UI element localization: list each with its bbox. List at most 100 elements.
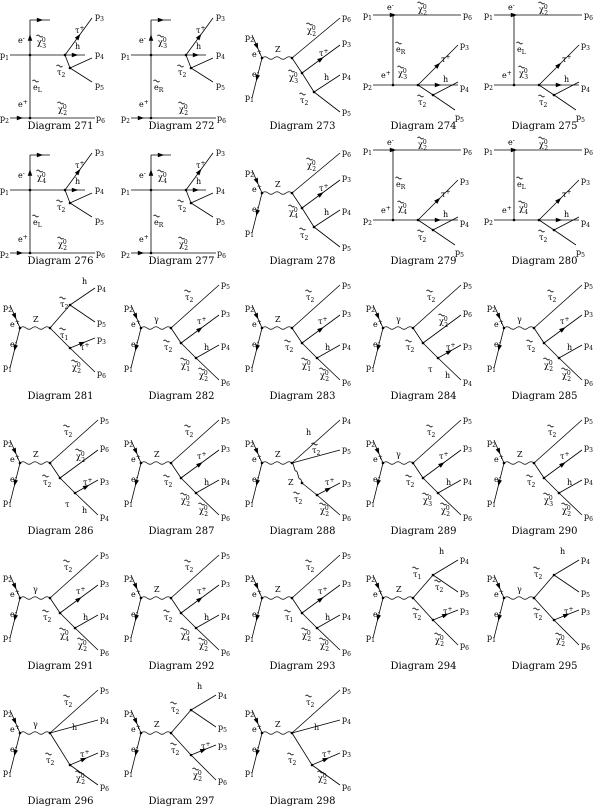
particle-label-topp: p5 bbox=[100, 415, 109, 426]
particle-label-eBot: e- bbox=[10, 744, 17, 754]
particle-label-pB: p2 bbox=[0, 249, 9, 260]
particle-label-hp: p4 bbox=[342, 206, 351, 217]
fermion-arrow-icon bbox=[11, 582, 17, 590]
particle-label-pA: p2 bbox=[3, 438, 12, 449]
particle-label-stau: τ2 bbox=[57, 68, 65, 79]
particle-label-eTop: e+ bbox=[131, 724, 141, 734]
propagator-line bbox=[553, 559, 580, 576]
boson-wavy-line bbox=[261, 731, 293, 735]
particle-label-boson: Z bbox=[275, 315, 281, 324]
particle-label-pA: p2 bbox=[366, 573, 375, 584]
particle-label-taup: p3 bbox=[342, 308, 351, 319]
particle-label-boson2: Z bbox=[288, 478, 294, 487]
vertex-dot bbox=[436, 356, 440, 360]
propagator-line bbox=[553, 94, 577, 111]
propagator-line bbox=[412, 327, 424, 344]
tilde-mark bbox=[516, 176, 523, 180]
fermion-arrow-icon bbox=[195, 33, 202, 41]
propagator-line bbox=[432, 619, 459, 646]
boson-wavy-line bbox=[261, 326, 293, 330]
propagator-line bbox=[170, 597, 182, 614]
particle-label-upA: h bbox=[82, 277, 87, 286]
propagator-line bbox=[195, 627, 220, 651]
particle-label-eTop: e- bbox=[508, 2, 515, 12]
propagator-line bbox=[412, 597, 434, 621]
vertex-dot bbox=[139, 731, 143, 735]
particle-label-top: τ2 bbox=[64, 563, 72, 574]
tilde-mark bbox=[426, 424, 433, 428]
fermion-arrow-icon bbox=[157, 152, 165, 158]
propagator-line bbox=[291, 689, 341, 734]
particle-label-pOut2: p4 bbox=[95, 50, 104, 61]
tilde-mark bbox=[434, 632, 441, 636]
vertex-dot bbox=[149, 188, 153, 192]
propagator-line bbox=[291, 284, 341, 329]
particle-label-eTop: e- bbox=[387, 2, 394, 12]
particle-label-eBot: e+ bbox=[18, 99, 28, 109]
particle-label-eTop: e+ bbox=[373, 454, 383, 464]
particle-label-stau: τ2 bbox=[43, 613, 51, 624]
vertex-dot bbox=[68, 346, 72, 350]
tilde-mark bbox=[36, 34, 43, 38]
propagator-line bbox=[49, 419, 99, 464]
vertex-dot bbox=[290, 191, 294, 195]
vertex-dot bbox=[58, 476, 62, 480]
particle-label-eBot: e- bbox=[131, 744, 138, 754]
tilde-mark bbox=[533, 607, 540, 611]
boson-wavy-line bbox=[19, 461, 51, 465]
fermion-arrow-icon bbox=[317, 192, 324, 198]
particle-label-tau: τ+ bbox=[196, 160, 205, 170]
vertex-dot bbox=[391, 148, 395, 152]
propagator-line bbox=[291, 554, 341, 599]
propagator-line bbox=[553, 574, 580, 593]
fermion-arrow-icon bbox=[192, 187, 200, 193]
propagator-line bbox=[422, 314, 462, 344]
vertex-dot bbox=[68, 201, 72, 205]
particle-label-taup: p3 bbox=[584, 443, 593, 454]
particle-label-eBot: e- bbox=[131, 339, 138, 349]
particle-label-pA: p2 bbox=[245, 573, 254, 584]
particle-label-taup: p3 bbox=[221, 443, 230, 454]
vertex-dot bbox=[28, 188, 32, 192]
particle-label-boson: Z bbox=[154, 450, 160, 459]
particle-label-tau: τ+ bbox=[201, 741, 210, 751]
particle-label-hp: p4 bbox=[221, 341, 230, 352]
tilde-mark bbox=[184, 424, 191, 428]
particle-label-tau: τ+ bbox=[319, 183, 328, 193]
boson-wavy-line bbox=[140, 596, 172, 600]
particle-label-taup: p3 bbox=[584, 308, 593, 319]
particle-label-tau: τ+ bbox=[318, 586, 327, 596]
particle-label-stau: τ2 bbox=[418, 233, 426, 244]
tilde-mark bbox=[36, 169, 43, 173]
particle-label-tau: τ+ bbox=[560, 316, 569, 326]
particle-label-neutBp: p6 bbox=[221, 512, 230, 523]
boson-wavy-line bbox=[382, 326, 414, 330]
particle-label-tau: τ+ bbox=[80, 749, 89, 759]
propagator-line bbox=[412, 462, 424, 479]
particle-label-eBot: e- bbox=[10, 474, 17, 484]
tilde-mark bbox=[555, 632, 562, 636]
particle-label-dn: τ2 bbox=[534, 611, 542, 622]
particle-label-pA: p1 bbox=[121, 51, 130, 62]
particle-label-hp: p4 bbox=[463, 377, 472, 388]
particle-label-top: τ2 bbox=[64, 428, 72, 439]
particle-label-stau: τ2 bbox=[178, 203, 186, 214]
fermion-arrow-icon bbox=[13, 344, 18, 352]
particle-label-stau: τ2 bbox=[539, 233, 547, 244]
propagator-line bbox=[543, 342, 560, 359]
propagator-line bbox=[180, 342, 197, 359]
tilde-mark bbox=[317, 770, 324, 774]
propagator-line bbox=[316, 614, 341, 629]
vertex-dot bbox=[391, 83, 395, 87]
propagator-line bbox=[49, 597, 61, 614]
